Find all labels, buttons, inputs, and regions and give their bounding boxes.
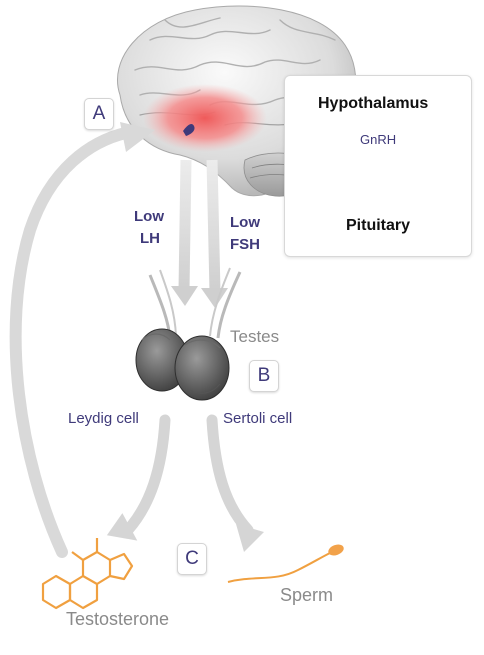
lh-label-line1: Low bbox=[134, 208, 164, 225]
fsh-label-line1: Low bbox=[230, 214, 260, 231]
hypothalamus-highlight bbox=[143, 84, 267, 152]
testosterone-label: Testosterone bbox=[66, 609, 170, 629]
fsh-label-line2: FSH bbox=[230, 236, 260, 253]
testosterone-molecule-icon bbox=[41, 538, 134, 610]
feedback-arrow bbox=[9, 126, 136, 558]
marker-c: C bbox=[177, 543, 207, 575]
pituitary-gland-marker bbox=[183, 123, 195, 136]
testes-label: Testes bbox=[230, 327, 280, 346]
pituitary-label: Pituitary bbox=[346, 217, 411, 234]
leydig-cell-label: Leydig cell bbox=[68, 410, 139, 427]
sertoli-output-arrow bbox=[206, 414, 254, 536]
sperm-label: Sperm bbox=[280, 585, 334, 605]
gnrh-label: GnRH bbox=[360, 132, 397, 147]
testes-illustration bbox=[135, 328, 230, 401]
spermatic-cords bbox=[148, 267, 242, 339]
lh-label-line2: LH bbox=[140, 230, 160, 247]
marker-b: B bbox=[249, 360, 279, 392]
lh-arrow bbox=[178, 159, 192, 291]
fsh-arrow bbox=[206, 159, 221, 293]
leydig-output-arrow bbox=[122, 414, 171, 536]
marker-a: A bbox=[84, 98, 114, 130]
sertoli-cell-label: Sertoli cell bbox=[223, 410, 293, 427]
hypothalamus-label: Hypothalamus bbox=[318, 95, 429, 112]
hypothalamus-pituitary-panel bbox=[284, 75, 472, 257]
sperm-icon bbox=[227, 544, 344, 583]
